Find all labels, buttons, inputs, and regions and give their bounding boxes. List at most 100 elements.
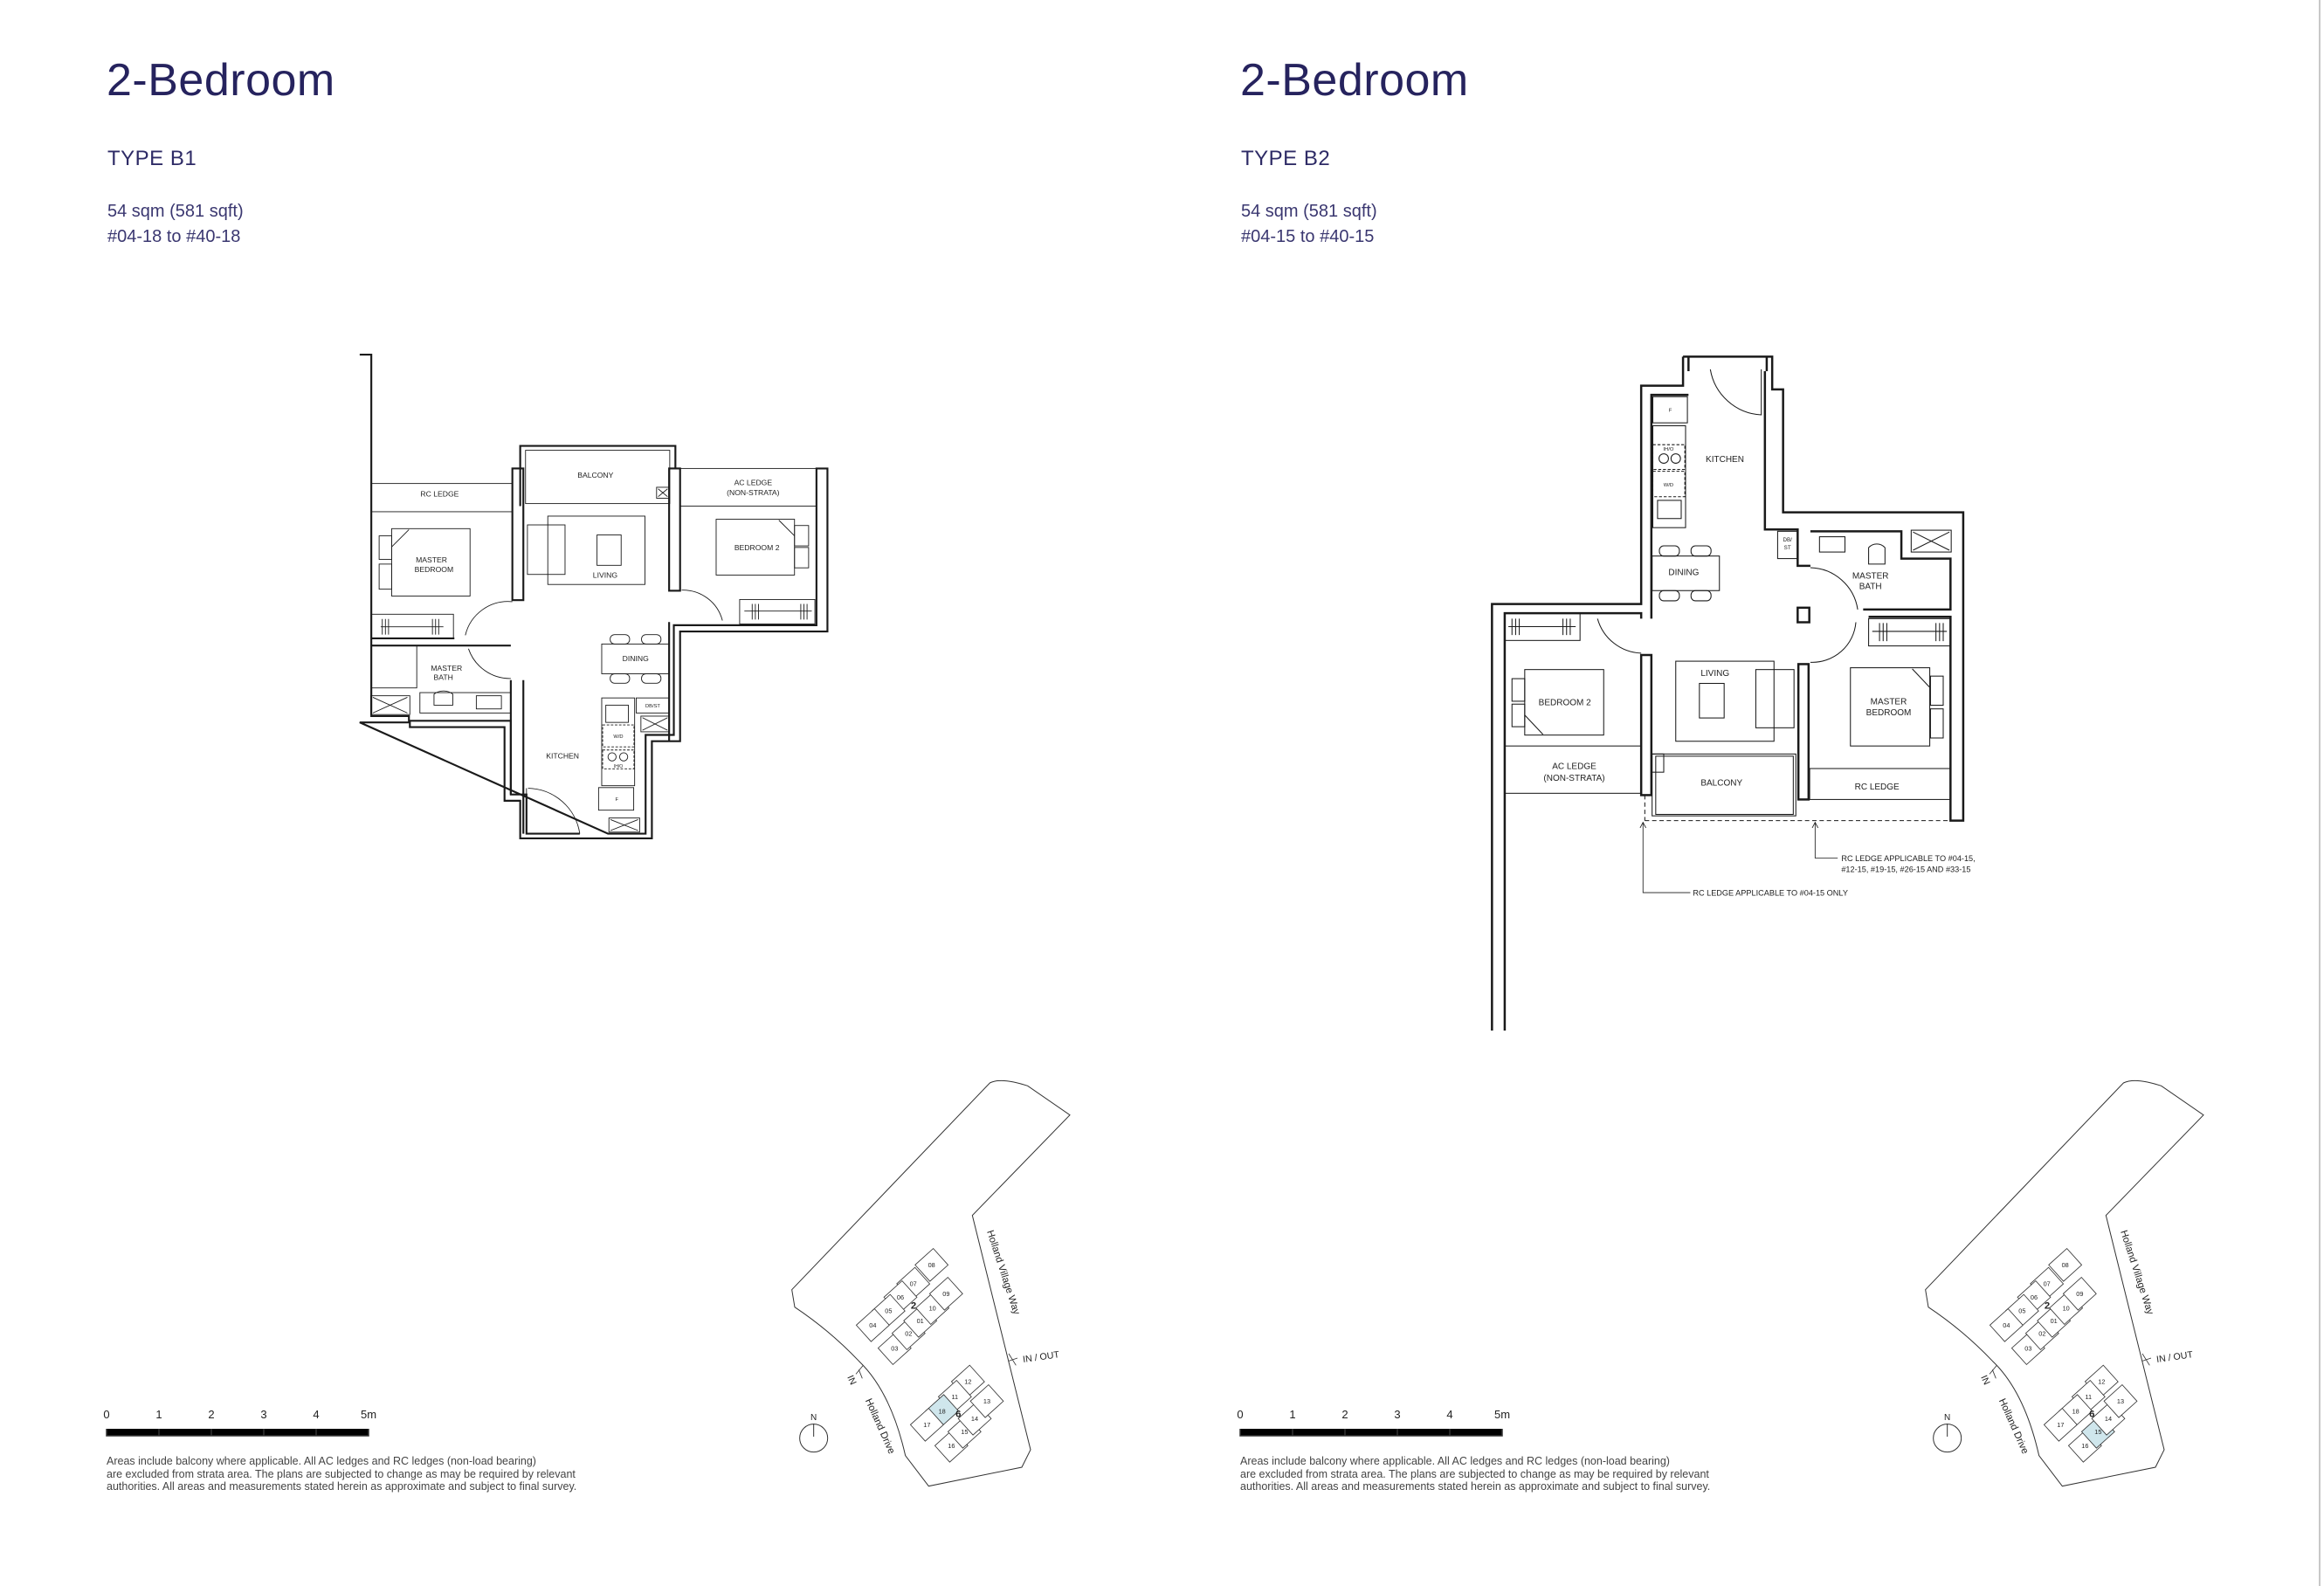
block-label: 2 [2045,1300,2050,1311]
disclaimer-line: are excluded from strata area. The plans… [1240,1467,1709,1480]
label-rc-ledge: RC LEDGE [1855,783,1900,792]
unit-number: 10 [929,1304,936,1312]
disclaimer: Areas include balcony where applicable. … [107,1455,648,1493]
label-living: LIVING [593,570,618,579]
label-bedroom-2: BEDROOM 2 [734,543,780,552]
label-iho: IH/O [614,764,623,769]
label-living: LIVING [1700,669,1729,679]
scale-tick: 4 [1446,1408,1452,1421]
unit-footprint [855,1307,890,1342]
label-master-bedroom-2: BEDROOM [1866,708,1912,718]
unit-footprint [2103,1383,2138,1418]
rc-ledge-note-1: RC LEDGE APPLICABLE TO #04-15, [1841,854,1975,863]
unit-number: 09 [2076,1290,2083,1298]
disclaimer-line: authorities. All areas and measurements … [107,1480,577,1493]
unit-number: 15 [2094,1428,2101,1436]
unit-number: 16 [2081,1442,2088,1450]
unit-number: 07 [2044,1280,2051,1288]
north-label: N [810,1413,817,1423]
unit-number: 01 [917,1317,924,1325]
label-kitchen: KITCHEN [546,751,579,760]
unit-number: 12 [964,1378,971,1386]
entry-arrow-icon [855,1353,1018,1379]
unit-footprint [1989,1307,2024,1342]
unit-number: 05 [885,1307,892,1315]
label-wd: W/D [613,734,623,740]
scale-tick: 3 [1394,1408,1400,1421]
unit-number: 12 [2098,1378,2105,1386]
road-label-holland-drive: Holland Drive [863,1397,897,1456]
unit-number: 07 [910,1280,917,1288]
unit-type: TYPE B2 [1241,147,1331,170]
unit-number: 03 [891,1344,898,1352]
unit-number: 01 [2051,1317,2058,1325]
unit-number: 02 [905,1329,912,1337]
scale-tick: 2 [1341,1408,1348,1421]
fixtures [369,450,817,834]
unit-number: 05 [2018,1307,2025,1315]
label-non-strata: (NON-STRATA) [1543,774,1604,783]
label-db: DB/ [1783,537,1792,543]
unit-info: 54 sqm (581 sqft) #04-18 to #40-18 [107,199,244,250]
label-db-st: DB/ST [645,704,660,709]
block-label: 6 [2089,1409,2094,1419]
block-label: 2 [911,1300,916,1311]
unit-number: 13 [983,1397,990,1405]
unit-number: 06 [897,1293,904,1301]
label-master-bath: MASTER [1852,572,1889,582]
entry-label-in-out: IN / OUT [1022,1349,1060,1365]
unit-number: 17 [923,1421,930,1429]
unit-number: 18 [939,1407,946,1415]
entry-label-in-out: IN / OUT [2155,1349,2194,1365]
floor-plan-b2: F IH/O W/D KITCHEN DINING DB/ ST MASTER … [1491,355,1976,1031]
label-non-strata: (NON-STRATA) [727,488,780,497]
scale-bar: 0 1 2 3 4 5m [1237,1408,1510,1437]
label-iho: IH/O [1663,447,1673,452]
label-ac-ledge: AC LEDGE [734,478,773,486]
unit-info: 54 sqm (581 sqft) #04-15 to #40-15 [1241,199,1377,250]
label-bedroom-2: BEDROOM 2 [1539,699,1591,708]
label-balcony: BALCONY [577,471,613,479]
unit-number: 10 [2063,1304,2070,1312]
scale-tick: 5m [361,1408,376,1421]
entry-arrow-icon [1989,1353,2152,1379]
rc-ledge-note-1b: #12-15, #19-15, #26-15 AND #33-15 [1841,865,1970,873]
label-rc-ledge: RC LEDGE [420,490,459,499]
scale-tick: 0 [1237,1408,1243,1421]
entry-label-in: IN [845,1374,858,1387]
scale-tick: 2 [208,1408,214,1421]
unit-footprint [2043,1407,2078,1442]
room-labels: F IH/O W/D KITCHEN DINING DB/ ST MASTER … [1539,409,1976,898]
road-label-holland-village-way: Holland Village Way [2118,1229,2155,1316]
unit-number: 17 [2057,1421,2064,1429]
unit-number: 14 [971,1415,978,1423]
unit-number: 04 [2003,1321,2010,1329]
page-edge-divider [2319,0,2321,1586]
label-master-bedroom: MASTER [1871,697,1907,707]
unit-range: #04-18 to #40-18 [107,227,241,246]
site-plan-b2: 08070605040302011009121118171615141326Ho… [1925,1079,2204,1487]
label-kitchen: KITCHEN [1706,455,1744,465]
unit-footprint [969,1383,1004,1418]
disclaimer-line: Areas include balcony where applicable. … [107,1455,536,1467]
page-title: 2-Bedroom [107,55,335,106]
label-master-bedroom-2: BEDROOM [415,565,454,574]
scale-bar: 0 1 2 3 4 5m [103,1408,376,1437]
walls [359,354,829,840]
label-master-bedroom: MASTER [416,555,447,564]
unit-range: #04-15 to #40-15 [1241,227,1375,246]
label-fridge: F [1669,409,1672,414]
unit-number: 11 [2086,1393,2093,1401]
unit-number: 02 [2038,1329,2045,1337]
unit-number: 16 [948,1442,955,1450]
label-dining: DINING [1668,568,1699,577]
unit-number: 18 [2072,1407,2079,1415]
floor-plan-b1: RC LEDGE BALCONY AC LEDGE (NON-STRATA) M… [359,354,829,840]
unit-number: 14 [2105,1415,2112,1423]
unit-type: TYPE B1 [107,147,197,170]
unit-number: 06 [2031,1293,2038,1301]
disclaimer-line: are excluded from strata area. The plans… [107,1467,576,1480]
label-dining: DINING [623,654,649,663]
label-master-bath-2: BATH [434,672,453,681]
site-boundary [791,1079,1071,1487]
